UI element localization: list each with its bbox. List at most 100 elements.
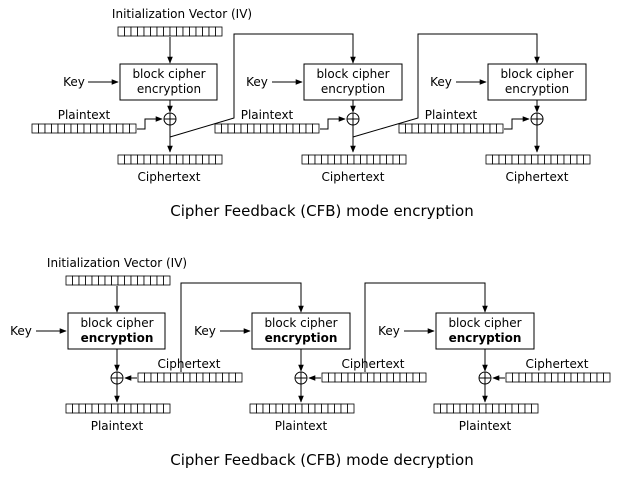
register-cell bbox=[334, 372, 342, 383]
register-cell bbox=[295, 403, 303, 414]
register-cell bbox=[518, 403, 526, 414]
register-cell bbox=[360, 154, 368, 165]
register-cell bbox=[373, 372, 381, 383]
register-cell bbox=[603, 372, 611, 383]
register-cell bbox=[176, 154, 184, 165]
dec-plaintext-register-1 bbox=[65, 403, 171, 414]
dec-ciphertext-register-2 bbox=[321, 372, 427, 383]
register-cell bbox=[570, 372, 578, 383]
register-cell bbox=[386, 154, 394, 165]
enc-plaintext-label-1: Plaintext bbox=[58, 108, 111, 122]
dec-feedback-line-1 bbox=[180, 282, 304, 372]
dec-key-label-1: Key bbox=[10, 324, 32, 338]
register-cell bbox=[116, 123, 124, 134]
register-cell bbox=[433, 403, 441, 414]
xor-icon bbox=[530, 112, 544, 126]
register-cell bbox=[275, 403, 283, 414]
register-cell bbox=[91, 403, 99, 414]
dec-key-label-3: Key bbox=[378, 324, 400, 338]
register-cell bbox=[518, 372, 526, 383]
register-cell bbox=[215, 372, 223, 383]
register-cell bbox=[117, 403, 125, 414]
register-cell bbox=[279, 123, 287, 134]
dec-plaintext-register-3 bbox=[433, 403, 539, 414]
register-cell bbox=[130, 403, 138, 414]
enc-block-cipher-box-3 bbox=[487, 63, 587, 101]
register-cell bbox=[163, 275, 171, 286]
register-cell bbox=[273, 123, 281, 134]
register-cell bbox=[235, 372, 243, 383]
register-cell bbox=[524, 403, 532, 414]
register-cell bbox=[538, 372, 546, 383]
register-cell bbox=[393, 372, 401, 383]
register-cell bbox=[353, 154, 361, 165]
enc-ciphertext-register-3 bbox=[485, 154, 591, 165]
register-cell bbox=[288, 403, 296, 414]
register-cell bbox=[209, 372, 217, 383]
register-cell bbox=[72, 275, 80, 286]
register-cell bbox=[419, 372, 427, 383]
register-cell bbox=[195, 154, 203, 165]
register-cell bbox=[78, 275, 86, 286]
enc-plaintext-register-2 bbox=[214, 123, 320, 134]
dec-block-cipher-box-1 bbox=[67, 312, 166, 350]
register-cell bbox=[124, 26, 132, 37]
dec-box-line2-3: encryption bbox=[449, 331, 522, 345]
register-cell bbox=[150, 26, 158, 37]
register-cell bbox=[143, 154, 151, 165]
register-cell bbox=[347, 403, 355, 414]
enc-plaintext-register-1 bbox=[31, 123, 137, 134]
register-cell bbox=[196, 372, 204, 383]
register-cell bbox=[596, 372, 604, 383]
enc-pt-arrow-2 bbox=[320, 116, 346, 130]
register-cell bbox=[479, 403, 487, 414]
register-cell bbox=[124, 403, 132, 414]
register-cell bbox=[531, 154, 539, 165]
register-cell bbox=[57, 123, 65, 134]
register-cell bbox=[437, 123, 445, 134]
register-cell bbox=[176, 26, 184, 37]
register-cell bbox=[583, 154, 591, 165]
register-cell bbox=[557, 154, 565, 165]
dec-block-cipher-box-3 bbox=[435, 312, 535, 350]
register-cell bbox=[412, 372, 420, 383]
register-cell bbox=[301, 403, 309, 414]
dec-block-2: Key block cipher encryption Ciphertext P… bbox=[194, 312, 427, 433]
register-cell bbox=[124, 275, 132, 286]
register-cell bbox=[44, 123, 52, 134]
enc-ciphertext-register-1 bbox=[117, 154, 223, 165]
enc-block-1: Key block cipher encryption Plaintext Ci… bbox=[31, 63, 223, 184]
register-cell bbox=[424, 123, 432, 134]
register-cell bbox=[299, 123, 307, 134]
register-cell bbox=[347, 372, 355, 383]
register-cell bbox=[143, 26, 151, 37]
register-cell bbox=[576, 154, 584, 165]
register-cell bbox=[117, 26, 125, 37]
enc-feedback-line-1 bbox=[169, 33, 356, 138]
register-cell bbox=[111, 403, 119, 414]
register-cell bbox=[253, 123, 261, 134]
decryption-section: Initialization Vector (IV) Key block cip… bbox=[10, 256, 611, 469]
register-cell bbox=[189, 154, 197, 165]
dec-ciphertext-label-3: Ciphertext bbox=[526, 357, 589, 371]
register-cell bbox=[156, 26, 164, 37]
register-cell bbox=[328, 372, 336, 383]
register-cell bbox=[31, 123, 39, 134]
register-cell bbox=[563, 154, 571, 165]
register-cell bbox=[130, 154, 138, 165]
register-cell bbox=[137, 403, 145, 414]
register-cell bbox=[577, 372, 585, 383]
register-cell bbox=[512, 372, 520, 383]
register-cell bbox=[157, 372, 165, 383]
register-cell bbox=[380, 372, 388, 383]
register-cell bbox=[90, 123, 98, 134]
register-cell bbox=[65, 275, 73, 286]
register-cell bbox=[150, 403, 158, 414]
register-cell bbox=[163, 154, 171, 165]
register-cell bbox=[156, 154, 164, 165]
register-cell bbox=[221, 123, 229, 134]
enc-pt-arrow-3 bbox=[504, 116, 530, 130]
register-cell bbox=[340, 154, 348, 165]
register-cell bbox=[269, 403, 277, 414]
dec-block-3: Key block cipher encryption Ciphertext P… bbox=[378, 312, 611, 433]
